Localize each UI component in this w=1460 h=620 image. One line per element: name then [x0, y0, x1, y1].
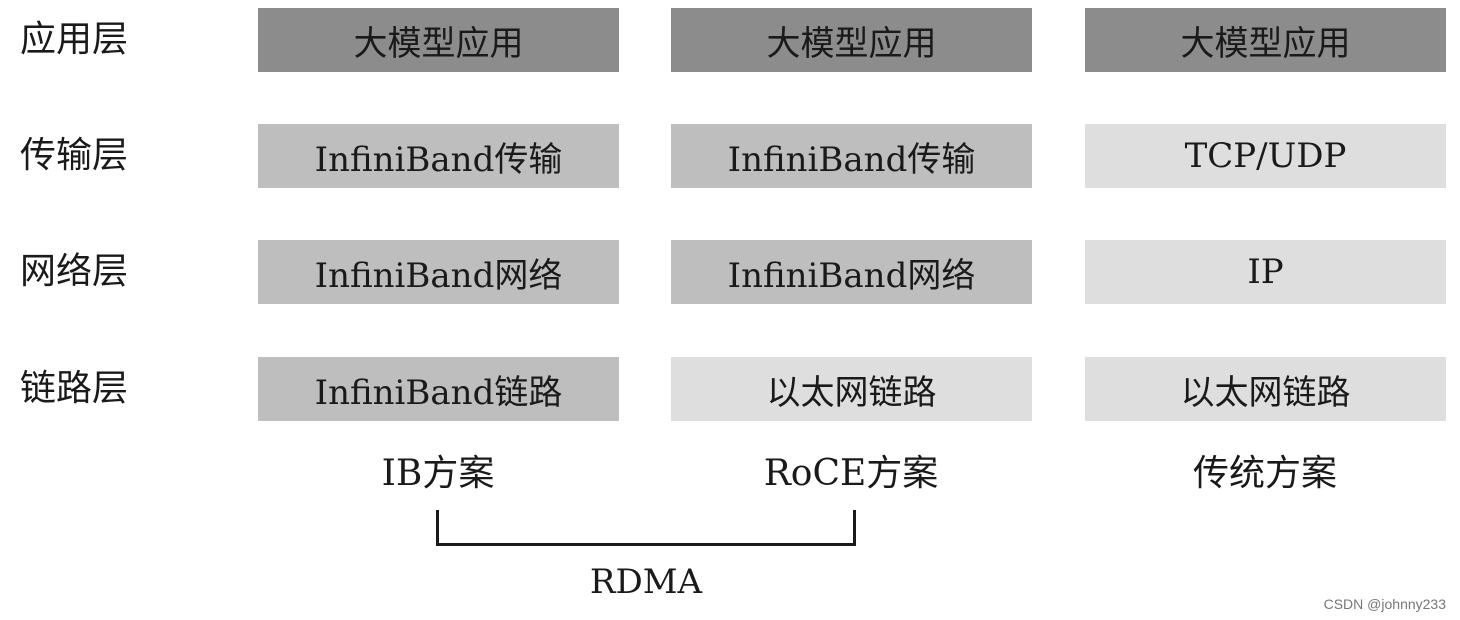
roce-link-box: 以太网链路 — [671, 357, 1032, 421]
traditional-network-box: IP — [1085, 240, 1446, 304]
layer-label-transport: 传输层 — [20, 135, 129, 176]
layer-label-link: 链路层 — [20, 368, 129, 409]
roce-transport-box: InfiniBand传输 — [671, 124, 1032, 188]
roce-network-box: InfiniBand网络 — [671, 240, 1032, 304]
layer-label-application: 应用层 — [20, 19, 129, 60]
ib-network-box: InfiniBand网络 — [258, 240, 619, 304]
traditional-application-box: 大模型应用 — [1085, 8, 1446, 72]
roce-application-box: 大模型应用 — [671, 8, 1032, 72]
ib-transport-box: InfiniBand传输 — [258, 124, 619, 188]
rdma-bracket — [436, 510, 856, 546]
watermark: CSDN @johnny233 — [1323, 596, 1446, 612]
traditional-link-box: 以太网链路 — [1085, 357, 1446, 421]
ib-link-box: InfiniBand链路 — [258, 357, 619, 421]
layer-label-network: 网络层 — [20, 251, 129, 292]
rdma-label: RDMA — [589, 562, 703, 602]
scheme-label-ib: IB方案 — [381, 453, 495, 494]
traditional-transport-box: TCP/UDP — [1085, 124, 1446, 188]
ib-application-box: 大模型应用 — [258, 8, 619, 72]
scheme-label-traditional: 传统方案 — [1192, 453, 1337, 494]
scheme-label-roce: RoCE方案 — [763, 453, 939, 494]
